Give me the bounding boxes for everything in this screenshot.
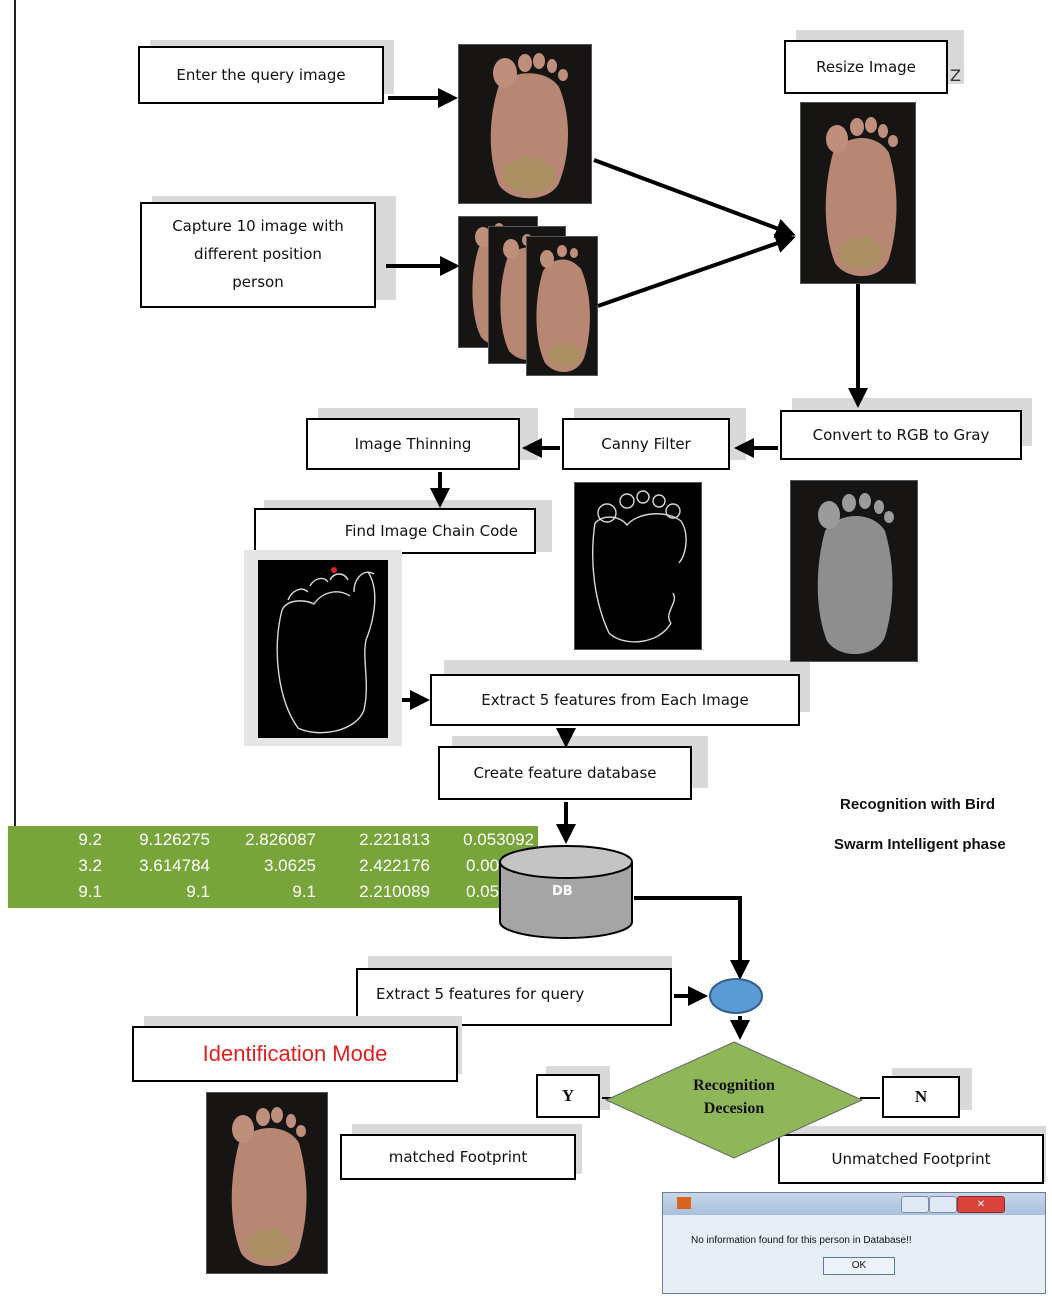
recognition-phase-line1: Recognition with Bird <box>840 796 995 813</box>
database-cylinder <box>499 845 633 939</box>
left-margin-line <box>14 0 16 830</box>
table-row: 3.2 3.614784 3.0625 2.422176 0.0056 <box>78 856 518 875</box>
close-button[interactable]: ✕ <box>957 1196 1005 1213</box>
unmatched-footprint-box: Unmatched Footprint <box>778 1134 1044 1184</box>
enter-query-box: Enter the query image <box>138 46 384 104</box>
resized-foot-image <box>800 102 916 284</box>
table-row: 9.2 9.126275 2.826087 2.221813 0.053092 <box>78 830 534 849</box>
dialog-titlebar: ✕ <box>663 1193 1045 1215</box>
no-label-box: N <box>882 1076 960 1118</box>
no-match-dialog: ✕ No information found for this person i… <box>662 1192 1046 1294</box>
recognition-phase-line2: Swarm Intelligent phase <box>834 836 1006 853</box>
identification-mode-box: Identification Mode <box>132 1026 458 1082</box>
canny-filter-box: Canny Filter <box>562 418 730 470</box>
minimize-button[interactable] <box>901 1196 929 1213</box>
decision-diamond <box>604 1041 864 1159</box>
db-label: DB <box>552 884 573 899</box>
matched-footprint-box: matched Footprint <box>340 1134 576 1180</box>
gray-foot-image <box>790 480 918 662</box>
identified-foot-image <box>206 1092 328 1274</box>
merge-oval <box>709 978 763 1014</box>
query-foot-image <box>458 44 592 204</box>
create-db-box: Create feature database <box>438 746 692 800</box>
matlab-icon <box>677 1197 691 1209</box>
yes-label-box: Y <box>536 1074 600 1118</box>
capture-images-box: Capture 10 image with different position… <box>140 202 376 308</box>
ok-button[interactable]: OK <box>823 1257 895 1275</box>
resize-image-box: Resize Image <box>784 40 948 94</box>
canny-edge-image <box>574 482 702 650</box>
chain-code-image-frame <box>244 550 402 746</box>
convert-gray-box: Convert to RGB to Gray <box>780 410 1022 460</box>
dialog-message: No information found for this person in … <box>691 1235 912 1246</box>
capture-foot-image-3 <box>526 236 598 376</box>
maximize-button[interactable] <box>929 1196 957 1213</box>
decision-label: Recognition Decesion <box>693 1077 775 1118</box>
stray-letter: Z <box>950 66 961 85</box>
image-thinning-box: Image Thinning <box>306 418 520 470</box>
extract-each-box: Extract 5 features from Each Image <box>430 674 800 726</box>
chain-code-box: Find Image Chain Code <box>254 508 536 554</box>
